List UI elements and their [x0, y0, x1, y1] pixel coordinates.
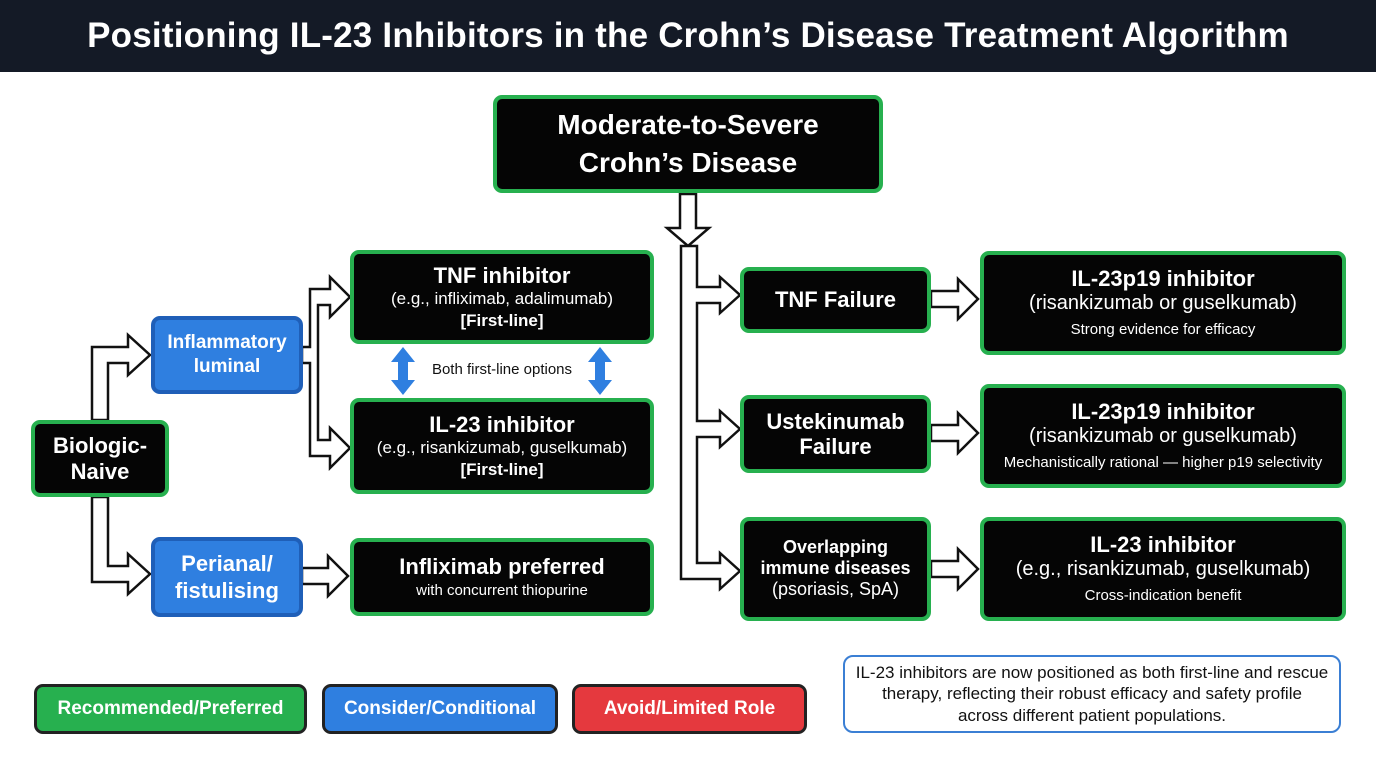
summary-note-text: IL-23 inhibitors are now positioned as b…: [855, 663, 1329, 725]
il23p19-a-title: IL-23p19 inhibitor: [1071, 266, 1255, 292]
overlapping-line2: immune diseases: [760, 557, 911, 578]
overlapping-line3: (psoriasis, SpA): [771, 579, 900, 600]
double-arrow-right: [588, 347, 612, 395]
infliximab-sub: with concurrent thiopurine: [416, 581, 588, 599]
perianal-arrow: [300, 552, 350, 600]
root-down-arrow: [663, 192, 713, 248]
il23-inhibitor-tag: [First-line]: [460, 459, 544, 479]
infliximab-title: Infliximab preferred: [399, 553, 605, 579]
legend-recommended-label: Recommended/Preferred: [57, 698, 284, 719]
biologic-naive-line1: Biologic-: [52, 433, 148, 459]
il23-c-title: IL-23 inhibitor: [1090, 532, 1236, 558]
double-arrow-left: [391, 347, 415, 395]
tnf-failure-arrow: [929, 275, 980, 323]
page-title: Positioning IL-23 Inhibitors in the Croh…: [87, 16, 1289, 55]
overlapping-diseases-node: Overlapping immune diseases (psoriasis, …: [740, 517, 931, 621]
inflammatory-line1: Inflammatory: [167, 332, 287, 354]
naive-branch-arrows: [90, 332, 152, 422]
il23p19-ustekinumab-node: IL-23p19 inhibitor (risankizumab or guse…: [980, 384, 1346, 488]
legend-consider-label: Consider/Conditional: [343, 698, 537, 719]
trunk-branch-arrows: [679, 244, 742, 592]
legend-avoid: Avoid/Limited Role: [572, 684, 807, 734]
il23p19-b-note: Mechanistically rational — higher p19 se…: [1003, 454, 1323, 472]
il23p19-a-examples: (risankizumab or guselkumab): [1029, 292, 1297, 315]
ustekinumab-line1: Ustekinumab: [766, 408, 905, 434]
tnf-failure-label: TNF Failure: [774, 287, 896, 313]
root-node: Moderate-to-Severe Crohn’s Disease: [493, 95, 883, 193]
naive-perianal-arrow: [90, 495, 152, 597]
ustekinumab-arrow: [929, 409, 980, 457]
biologic-naive-line2: Naive: [70, 458, 130, 484]
tnf-inhibitor-examples: (e.g., infliximab, adalimumab): [390, 289, 614, 309]
root-line2: Crohn’s Disease: [578, 147, 798, 178]
title-bar: Positioning IL-23 Inhibitors in the Croh…: [0, 0, 1376, 72]
il23-inhibitor-examples: (e.g., risankizumab, guselkumab): [376, 438, 628, 458]
inflammatory-branch-arrows: [300, 273, 352, 472]
overlapping-arrow: [929, 545, 980, 593]
il23p19-a-note: Strong evidence for efficacy: [1070, 321, 1256, 339]
inflammatory-line2: luminal: [193, 356, 261, 377]
il23-inhibitor-node: IL-23 inhibitor (e.g., risankizumab, gus…: [350, 398, 654, 494]
both-first-line-label: Both first-line options: [431, 361, 573, 378]
il23-inhibitor-title: IL-23 inhibitor: [429, 412, 575, 438]
tnf-inhibitor-title: TNF inhibitor: [433, 263, 571, 289]
perianal-node: Perianal/ fistulising: [151, 537, 303, 617]
inflammatory-luminal-node: Inflammatory luminal: [151, 316, 303, 394]
infliximab-node: Infliximab preferred with concurrent thi…: [350, 538, 654, 616]
il23-c-examples: (e.g., risankizumab, guselkumab): [1015, 558, 1311, 581]
ustekinumab-failure-node: Ustekinumab Failure: [740, 395, 931, 473]
tnf-inhibitor-node: TNF inhibitor (e.g., infliximab, adalimu…: [350, 250, 654, 344]
il23p19-tnf-node: IL-23p19 inhibitor (risankizumab or guse…: [980, 251, 1346, 355]
perianal-line2: fistulising: [175, 578, 279, 603]
summary-note: IL-23 inhibitors are now positioned as b…: [843, 655, 1341, 733]
il23p19-b-title: IL-23p19 inhibitor: [1071, 399, 1255, 425]
overlapping-line1: Overlapping: [782, 537, 889, 558]
legend-consider: Consider/Conditional: [322, 684, 558, 734]
legend-avoid-label: Avoid/Limited Role: [603, 698, 776, 719]
il23-overlapping-node: IL-23 inhibitor (e.g., risankizumab, gus…: [980, 517, 1346, 621]
ustekinumab-line2: Failure: [799, 434, 872, 459]
biologic-naive-node: Biologic- Naive: [31, 420, 169, 497]
il23-c-note: Cross-indication benefit: [1084, 587, 1242, 605]
legend-recommended: Recommended/Preferred: [34, 684, 307, 734]
tnf-inhibitor-tag: [First-line]: [460, 310, 544, 330]
tnf-failure-node: TNF Failure: [740, 267, 931, 333]
il23p19-b-examples: (risankizumab or guselkumab): [1029, 425, 1297, 448]
root-line1: Moderate-to-Severe: [557, 108, 819, 140]
perianal-line1: Perianal/: [181, 550, 273, 576]
